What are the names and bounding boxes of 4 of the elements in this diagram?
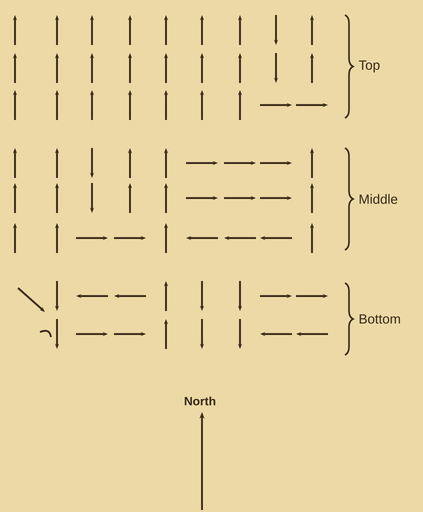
group-label: Bottom xyxy=(360,314,400,324)
group-label: Middle xyxy=(360,194,398,204)
compass-label: North xyxy=(184,396,216,406)
group-label: Top xyxy=(358,60,380,72)
